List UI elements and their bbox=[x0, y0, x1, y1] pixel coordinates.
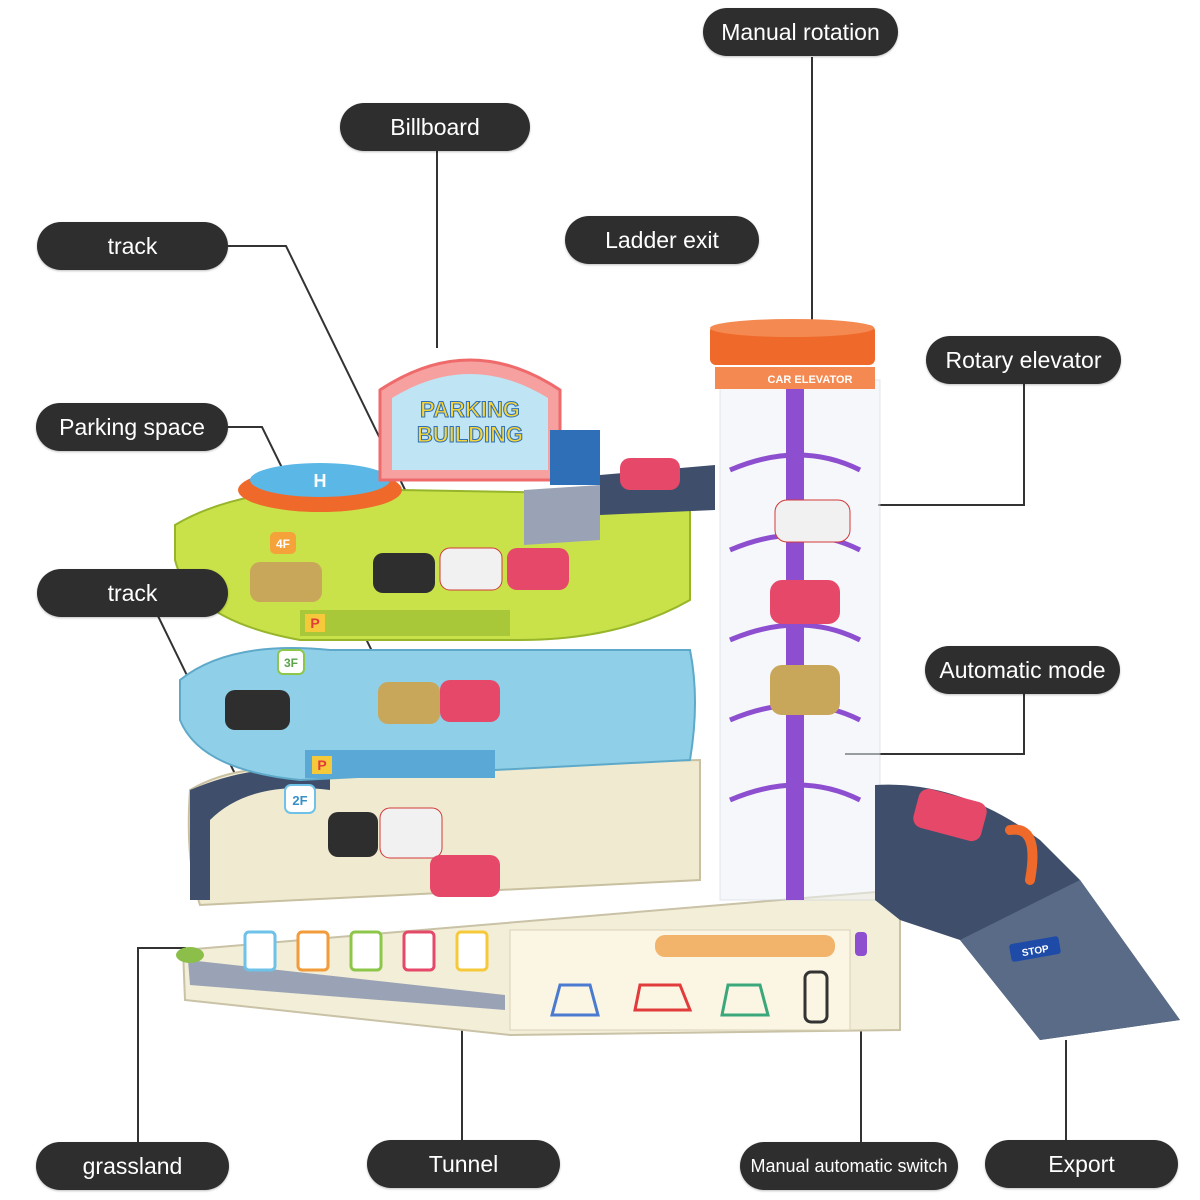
toy-car bbox=[379, 807, 443, 859]
floor-3f-label: 3F bbox=[284, 656, 298, 670]
toy-car bbox=[507, 548, 569, 590]
floor-icons-row bbox=[243, 930, 489, 972]
toy-car bbox=[620, 458, 680, 490]
label-manual-rotation: Manual rotation bbox=[703, 8, 898, 56]
export-ramp: STOP bbox=[875, 784, 1180, 1040]
floor-2f-label: 2F bbox=[292, 793, 307, 808]
toy-car bbox=[770, 580, 840, 624]
toy-car bbox=[328, 812, 378, 857]
toy-car bbox=[225, 690, 290, 730]
billboard: PARKING BUILDING bbox=[378, 358, 600, 485]
label-export: Export bbox=[985, 1140, 1178, 1188]
label-tunnel: Tunnel bbox=[367, 1140, 560, 1188]
toy-car bbox=[373, 553, 435, 593]
label-track-top: track bbox=[37, 222, 228, 270]
parking-mark-4f: P bbox=[310, 615, 319, 631]
leader-track-top bbox=[228, 245, 411, 501]
leader-rotary-elevator bbox=[878, 382, 1025, 506]
label-rotary-elevator: Rotary elevator bbox=[926, 336, 1121, 384]
toy-car bbox=[440, 680, 500, 722]
label-billboard: Billboard bbox=[340, 103, 530, 151]
toy-car bbox=[774, 499, 851, 543]
label-automatic-mode: Automatic mode bbox=[925, 646, 1120, 694]
grassland-patch bbox=[176, 947, 204, 963]
parking-mark-3f: P bbox=[317, 757, 326, 773]
billboard-line2: BUILDING bbox=[417, 422, 523, 447]
toy-car bbox=[378, 682, 440, 724]
toy-car bbox=[913, 788, 987, 842]
label-manual-automatic-switch: Manual automatic switch bbox=[740, 1142, 958, 1190]
toy-car bbox=[250, 562, 322, 602]
label-parking-space: Parking space bbox=[36, 403, 228, 451]
leader-automatic-mode bbox=[845, 694, 1025, 755]
base-car-drawings bbox=[550, 970, 829, 1024]
helipad-mark: H bbox=[314, 471, 327, 491]
toy-car bbox=[439, 547, 503, 591]
rotary-elevator: CAR ELEVATOR bbox=[710, 319, 881, 901]
leader-grassland bbox=[137, 947, 186, 1142]
label-track-mid: track bbox=[37, 569, 228, 617]
floor-4f-label: 4F bbox=[276, 537, 290, 551]
elevator-sign: CAR ELEVATOR bbox=[768, 374, 853, 386]
toy-car bbox=[770, 665, 840, 715]
toy-cars bbox=[225, 458, 987, 897]
label-grassland: grassland bbox=[36, 1142, 229, 1190]
base-platform bbox=[176, 888, 901, 1037]
manual-automatic-switch-knob bbox=[855, 932, 867, 956]
stop-sign: STOP bbox=[1021, 944, 1050, 960]
label-ladder-exit: Ladder exit bbox=[565, 216, 759, 264]
toy-car bbox=[430, 855, 500, 897]
billboard-line1: PARKING bbox=[420, 397, 520, 422]
